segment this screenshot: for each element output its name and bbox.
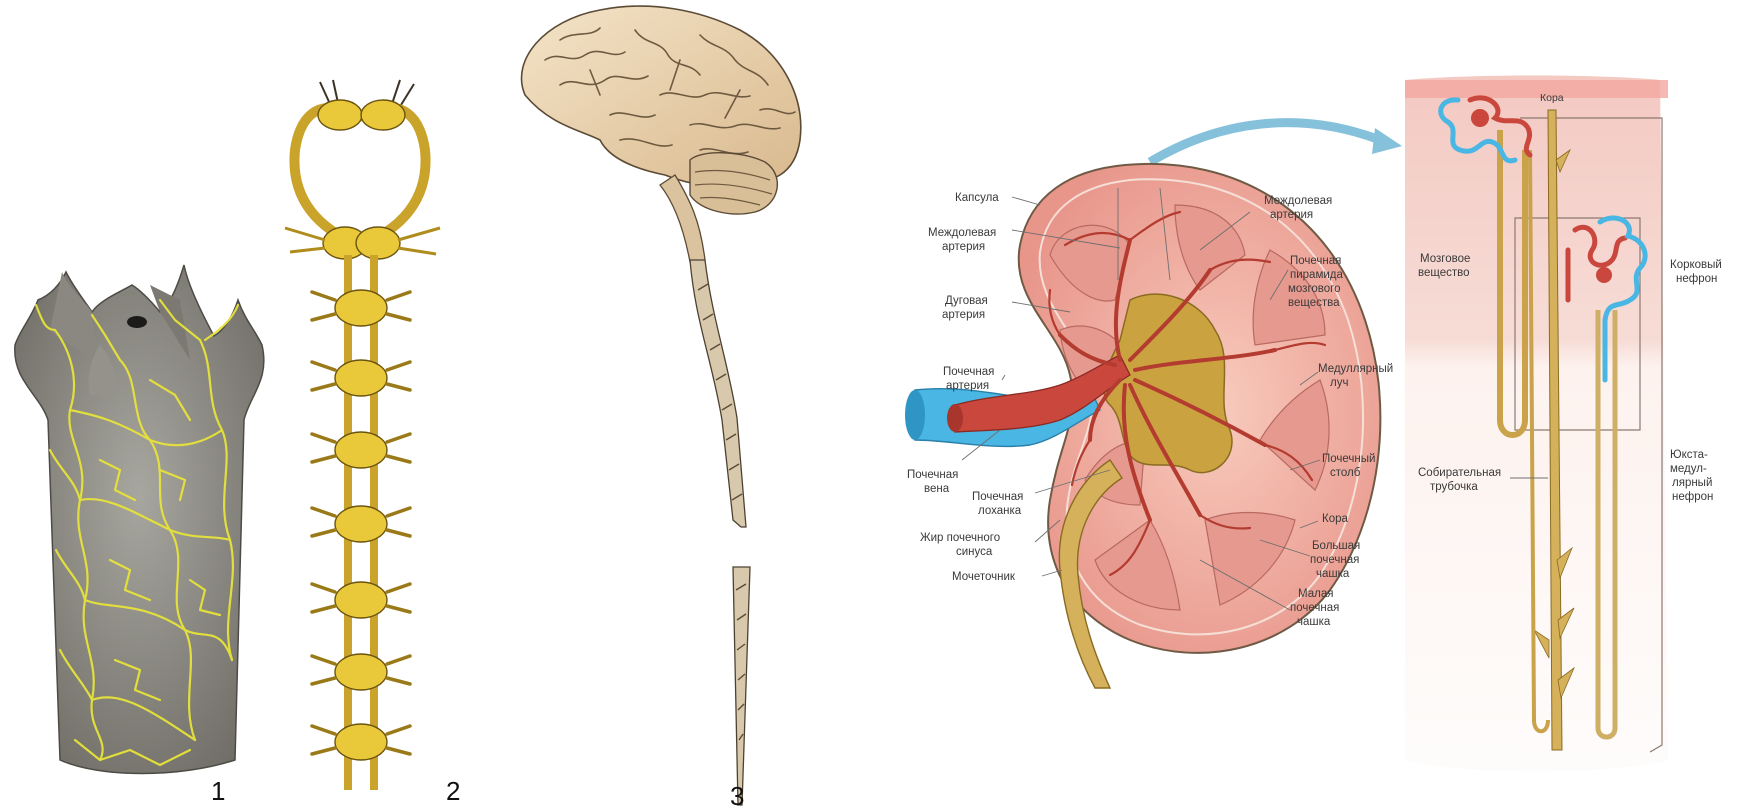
label-piramida-4: вещества	[1288, 297, 1340, 309]
label-yuksta-1: Юкста-	[1670, 449, 1708, 461]
label-bolshaya-2: почечная	[1310, 554, 1359, 566]
label-dugovaya-2: артерия	[942, 309, 985, 321]
label-zhir-1: Жир почечного	[920, 532, 1000, 544]
label-pochechnaya-lokhanka-1: Почечная	[972, 491, 1023, 503]
label-malaya-3: чашка	[1297, 616, 1331, 628]
nerve-net-body-illustration	[15, 265, 264, 774]
label-mochetochnik: Мочеточник	[952, 571, 1016, 583]
label-malaya-1: Малая	[1298, 588, 1333, 600]
label-pochechnaya-arteriya-2: артерия	[946, 380, 989, 392]
label-piramida-2: пирамида	[1290, 269, 1343, 281]
label-pochechnaya-arteriya-1: Почечная	[943, 366, 994, 378]
label-pochechnaya-vena-2: вена	[924, 483, 950, 495]
label-pochechnaya-lokhanka-2: лоханка	[978, 505, 1022, 517]
label-stolb-1: Почечный	[1322, 453, 1375, 465]
label-korkovyi-1: Корковый	[1670, 259, 1722, 271]
label-korkovyi-2: нефрон	[1676, 273, 1717, 285]
label-malaya-2: почечная	[1290, 602, 1339, 614]
label-yuksta-4: нефрон	[1672, 491, 1713, 503]
label-stolb-2: столб	[1330, 467, 1361, 479]
label-yuksta-2: медул-	[1670, 463, 1707, 475]
label-dugovaya-1: Дуговая	[945, 295, 988, 307]
label-mozgovoe-1: Мозговое	[1420, 253, 1470, 265]
label-piramida-3: мозгового	[1288, 283, 1341, 295]
label-mezhdolevaya-left-2: артерия	[942, 241, 985, 253]
label-piramida-1: Почечная	[1290, 255, 1341, 267]
label-mozgovoe-2: вещество	[1418, 267, 1470, 279]
label-pochechnaya-vena-1: Почечная	[907, 469, 958, 481]
label-mezhdolevaya-right-2: артерия	[1270, 209, 1313, 221]
label-zhir-2: синуса	[956, 546, 993, 558]
panel-number-1: 1	[211, 776, 225, 806]
label-mezhdolevaya-right-1: Междолевая	[1264, 195, 1332, 207]
label-sobiratelnaya-1: Собирательная	[1418, 467, 1501, 479]
label-kapsula: Капсула	[955, 192, 999, 204]
label-medullyarnyi-1: Медуллярный	[1318, 363, 1393, 375]
label-kora-nephron: Кора	[1540, 92, 1564, 104]
label-yuksta-3: лярный	[1672, 477, 1712, 489]
nephron-illustration	[1405, 76, 1668, 772]
label-medullyarnyi-2: луч	[1330, 377, 1348, 389]
label-bolshaya-3: чашка	[1316, 568, 1350, 580]
label-sobiratelnaya-2: трубочка	[1430, 481, 1478, 493]
panel-number-3: 3	[730, 781, 744, 807]
ladder-nerve-cord-illustration	[285, 80, 440, 790]
label-bolshaya-1: Большая	[1312, 540, 1360, 552]
label-kora-kidney: Кора	[1322, 513, 1348, 525]
brain-spinal-cord-illustration	[522, 6, 801, 805]
label-mezhdolevaya-left-1: Междолевая	[928, 227, 996, 239]
panel-number-2: 2	[446, 776, 460, 806]
